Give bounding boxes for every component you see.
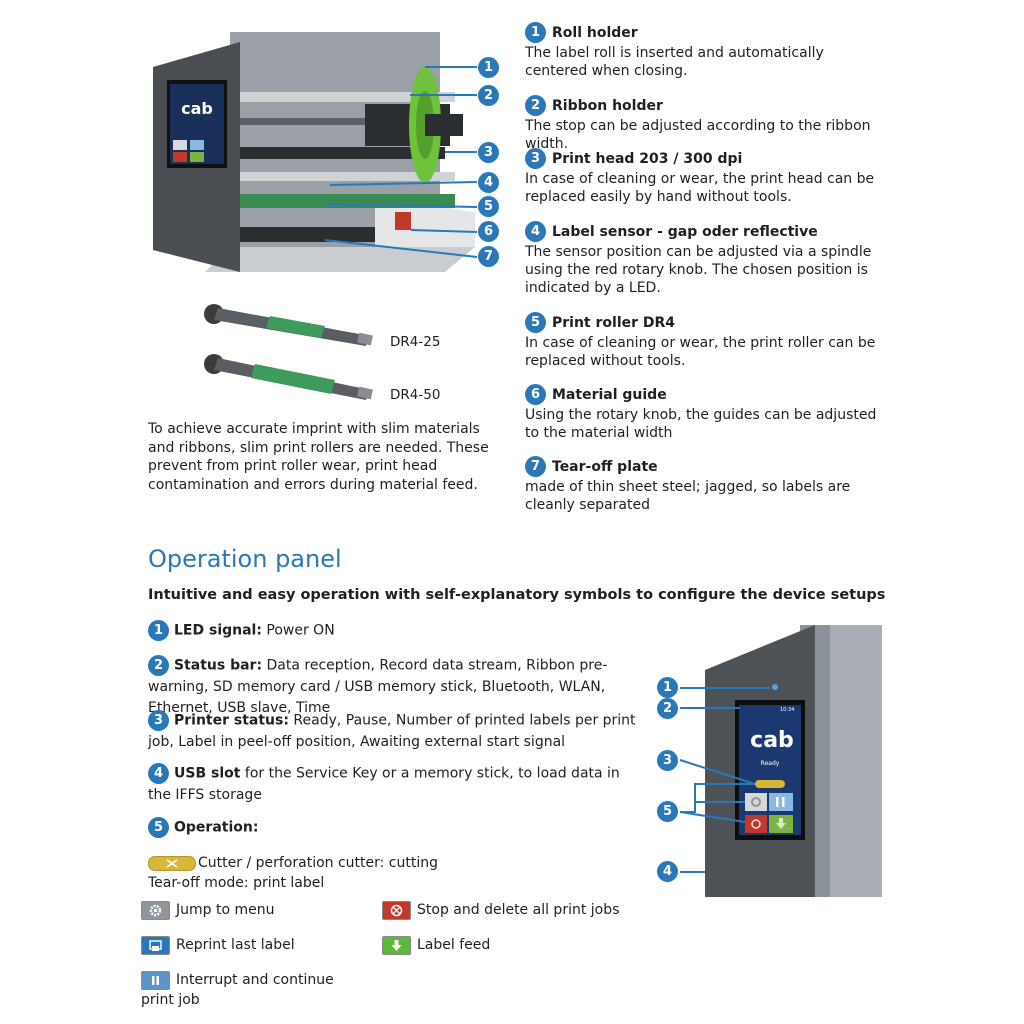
panel-callout-2: 2	[657, 698, 678, 719]
panel-callout-4: 4	[657, 861, 678, 882]
section-subtitle: Intuitive and easy operation with self-e…	[148, 587, 886, 603]
panel-screen-status: Ready	[761, 760, 780, 767]
panel-screen-brand: cab	[750, 728, 794, 753]
printer-brand-logo: cab	[181, 99, 213, 118]
panel-callout-1: 1	[657, 677, 678, 698]
callout-5: 5	[478, 196, 499, 217]
callout-6: 6	[478, 221, 499, 242]
callout-2: 2	[478, 85, 499, 106]
callout-4: 4	[478, 172, 499, 193]
roller-dr4-50-image	[204, 354, 373, 400]
roller-dr4-25-image	[204, 304, 373, 346]
pause-icon	[141, 970, 170, 990]
legend-reprint: Reprint last label	[141, 935, 295, 955]
section-title: Operation panel	[148, 545, 342, 573]
roller-dr4-25-label: DR4-25	[390, 334, 441, 350]
legend-menu: Jump to menu	[141, 900, 274, 920]
callout-3: 3	[478, 142, 499, 163]
legend-stop: Stop and delete all print jobs	[382, 900, 619, 920]
legend-cutter: Cutter / perforation cutter: cutting Tea…	[148, 855, 439, 891]
roller-description: To achieve accurate imprint with slim ma…	[148, 421, 489, 493]
gear-icon	[141, 900, 170, 920]
operation-panel-illustration: cab Ready 10:34	[679, 625, 882, 897]
cutter-key-icon	[148, 855, 196, 871]
panel-callout-5: 5	[657, 801, 678, 822]
panel-callout-3: 3	[657, 750, 678, 771]
reprint-icon	[141, 935, 170, 955]
legend-pause: Interrupt and continue print job	[141, 970, 334, 1008]
panel-screen-time: 10:34	[780, 707, 794, 713]
roller-dr4-50-label: DR4-50	[390, 387, 441, 403]
stop-delete-icon	[382, 900, 411, 920]
legend-feed: Label feed	[382, 935, 490, 955]
callout-1: 1	[478, 57, 499, 78]
arrow-down-icon	[382, 935, 411, 955]
printer-illustration: cab	[153, 32, 478, 272]
callout-7: 7	[478, 246, 499, 267]
